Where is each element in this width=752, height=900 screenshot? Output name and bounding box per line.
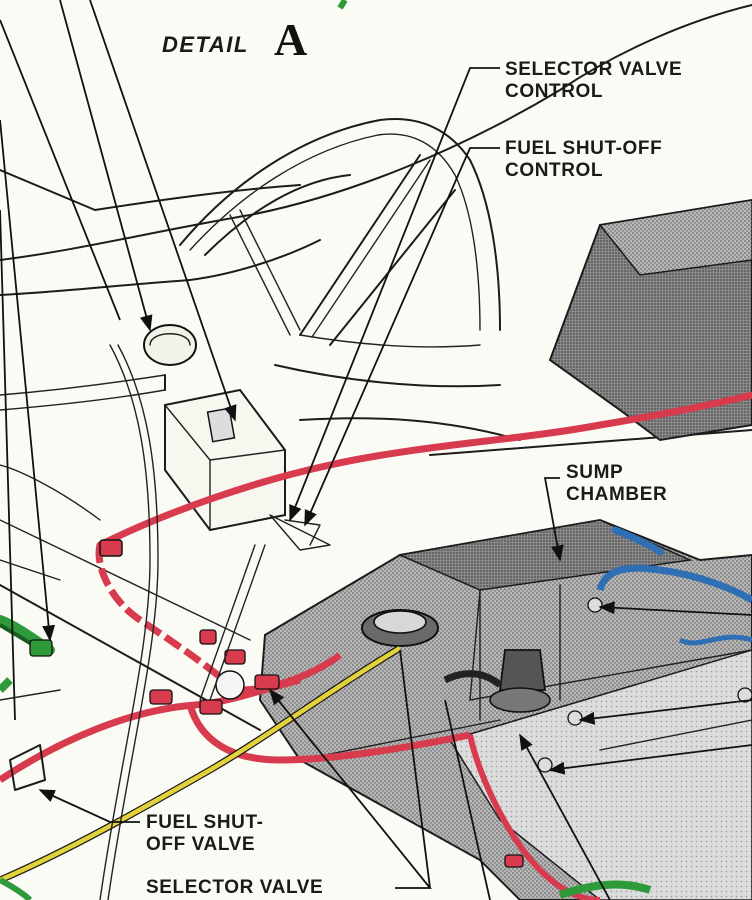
label-line: FUEL SHUT- — [146, 812, 264, 833]
label-fuel-shutoff-valve: FUEL SHUT- OFF VALVE — [146, 812, 264, 855]
filler-cap — [361, 609, 439, 647]
label-selector-valve-control: SELECTOR VALVE CONTROL — [505, 59, 682, 102]
sump-drain-fitting — [443, 649, 551, 713]
label-line: SELECTOR VALVE — [146, 877, 323, 898]
label-line: CONTROL — [505, 160, 603, 181]
detail-title: DETAIL A — [162, 14, 307, 65]
canopy-frame — [179, 118, 501, 388]
detail-word: DETAIL — [162, 32, 249, 57]
label-fuel-shutoff-control: FUEL SHUT-OFF CONTROL — [505, 138, 662, 181]
label-line: CONTROL — [505, 81, 603, 102]
label-selector-valve: SELECTOR VALVE — [146, 877, 323, 898]
label-line: OFF VALVE — [146, 834, 255, 855]
detail-letter: A — [274, 14, 307, 65]
fuselage-outline — [0, 4, 752, 731]
fuel-selector-box — [164, 388, 286, 532]
label-line: SUMP — [566, 462, 623, 483]
upper-tank — [548, 198, 752, 442]
label-line: CHAMBER — [566, 484, 667, 505]
label-line: FUEL SHUT-OFF — [505, 138, 662, 159]
instrument-bulb — [143, 324, 197, 366]
label-sump-chamber: SUMP CHAMBER — [566, 462, 667, 505]
label-line: SELECTOR VALVE — [505, 59, 682, 80]
